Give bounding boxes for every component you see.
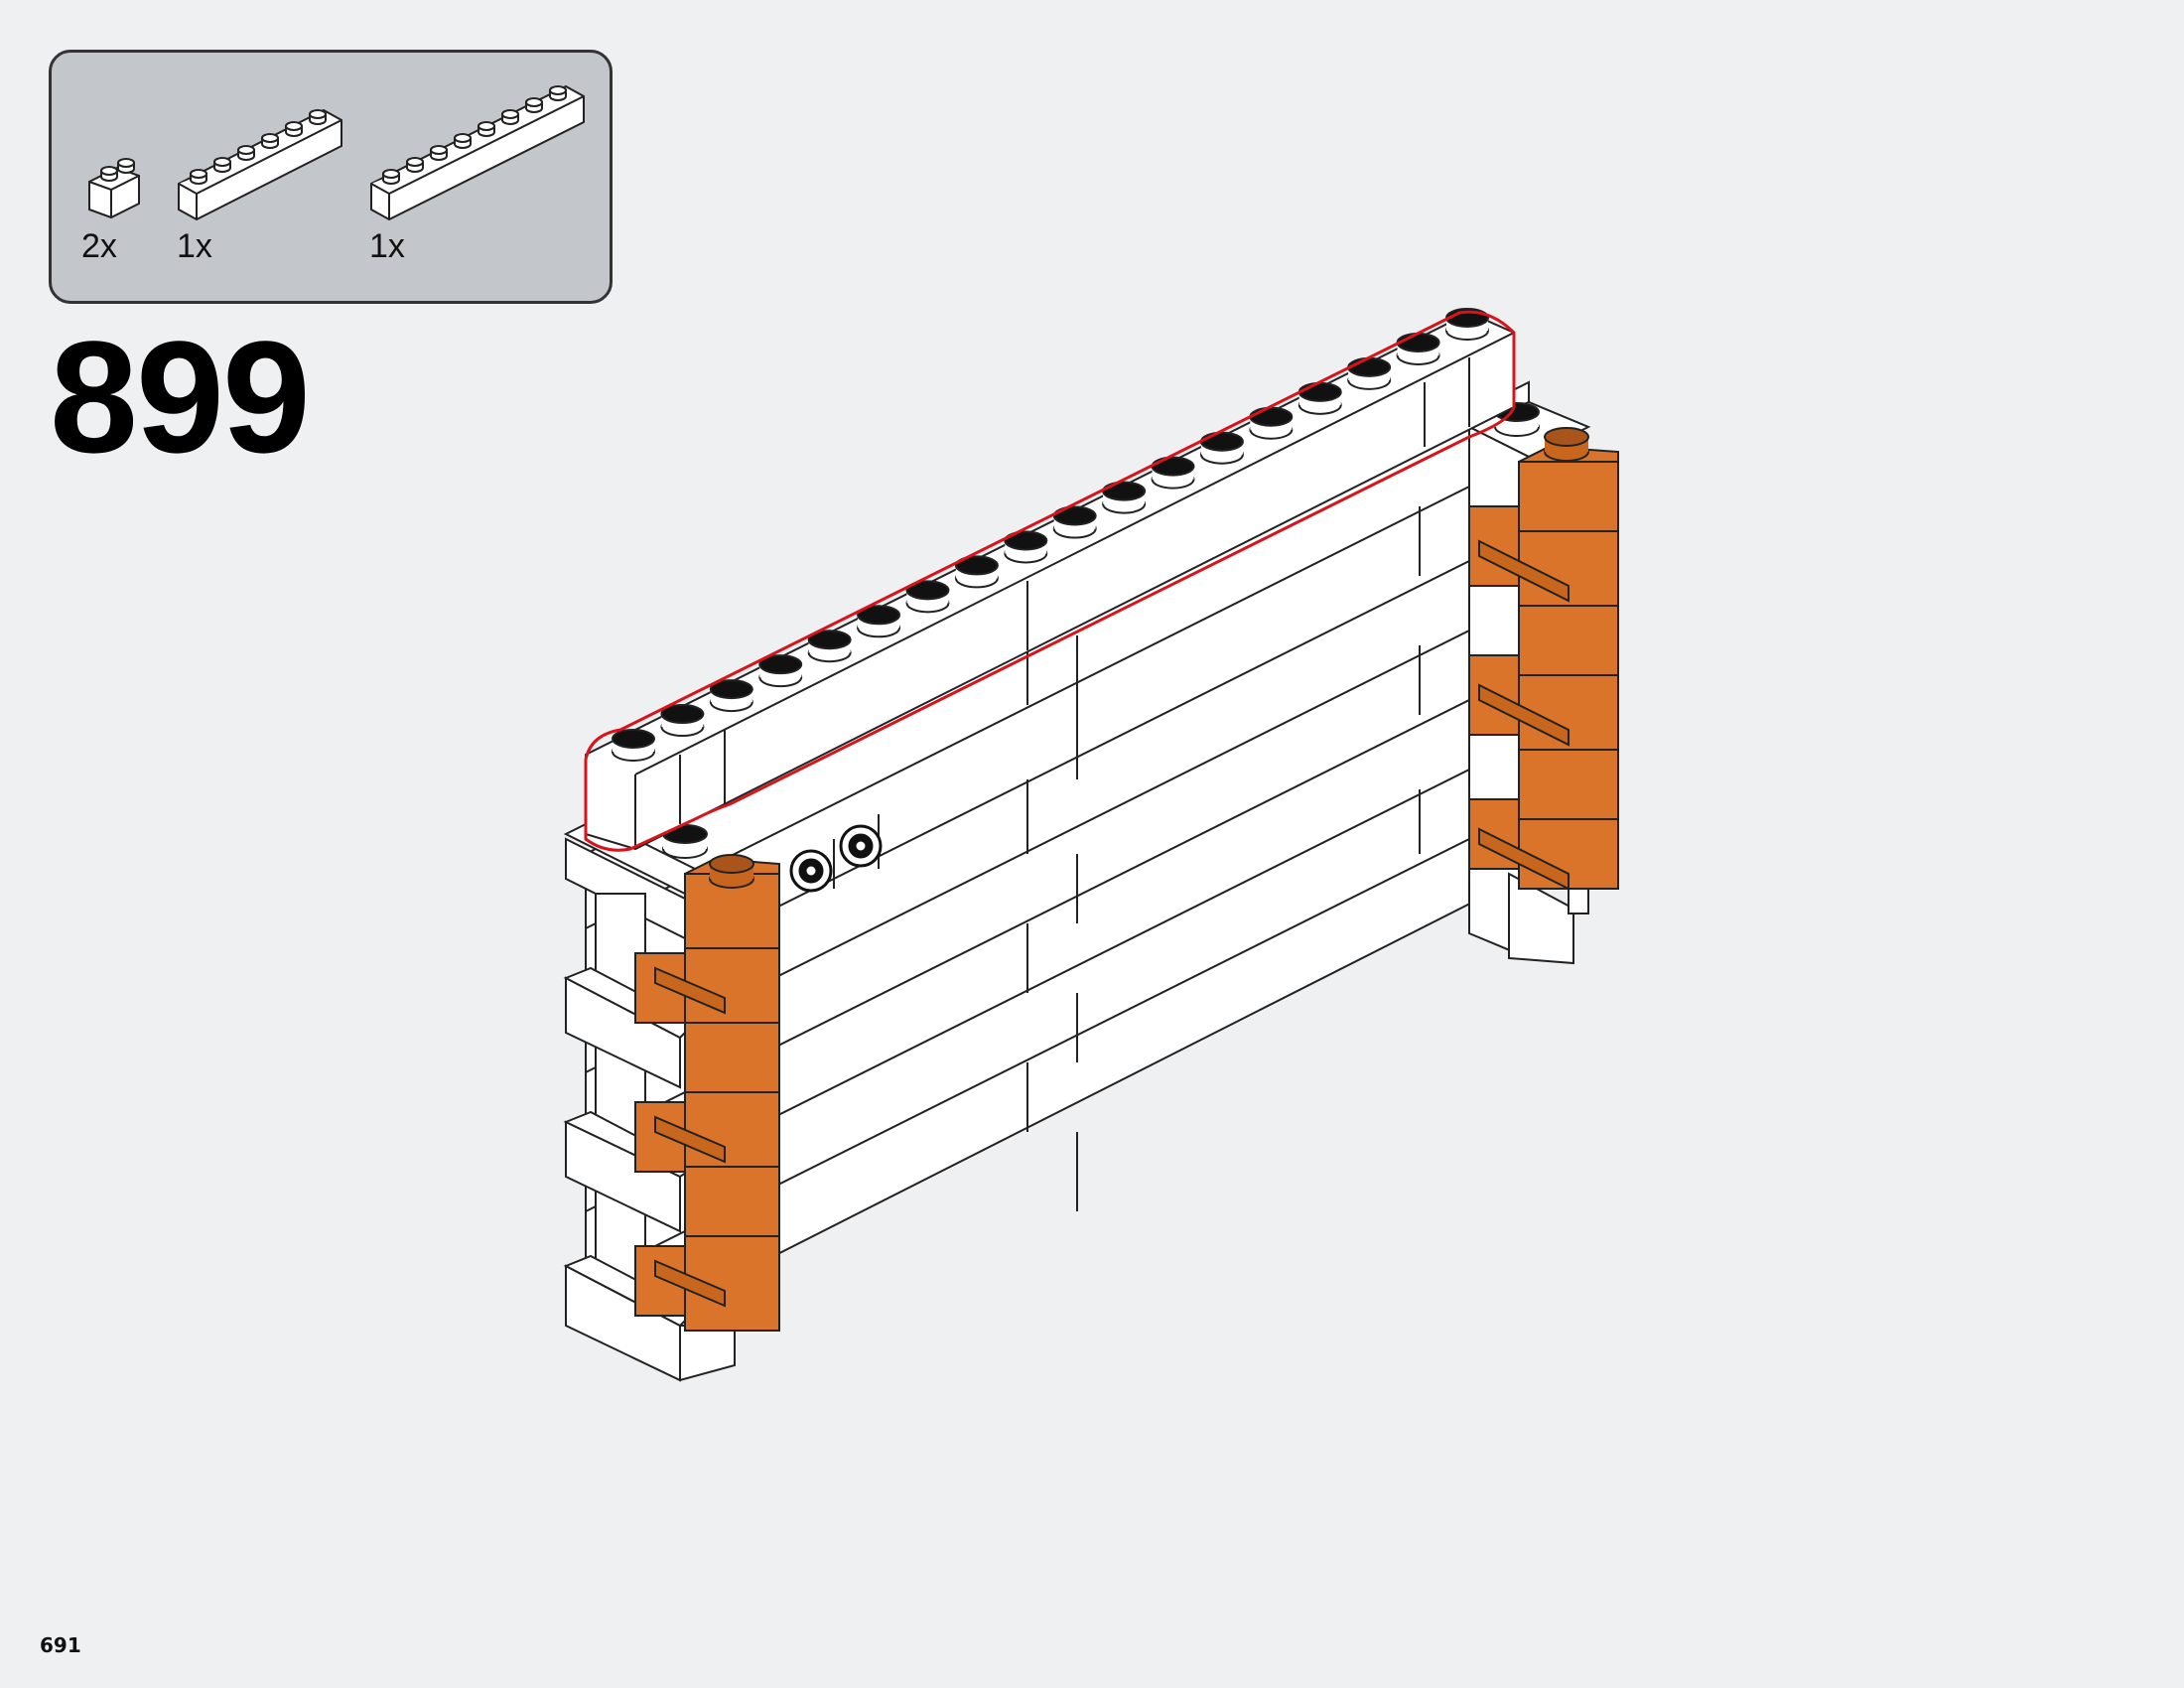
top-stud [758,654,803,688]
part-1x6-brick [178,108,342,221]
parts-illustration [88,84,585,221]
side-studs [789,824,883,893]
top-stud [1396,332,1440,365]
top-stud [709,679,753,713]
right-orange-column [1468,445,1619,891]
step-number: 899 [50,308,311,486]
part-quantity: 1x [177,227,212,265]
left-orange-stud [709,854,754,889]
top-stud [857,605,901,638]
top-stud [660,704,705,738]
top-stud [905,580,950,614]
top-stud [1199,431,1244,465]
part-quantity: 1x [369,227,405,265]
top-stud [1102,481,1147,514]
right-orange-stud [1544,427,1589,462]
top-stud [807,630,852,663]
top-stud [1004,530,1048,564]
page-number: 691 [40,1633,81,1657]
new-parts-highlight [584,310,1516,852]
top-stud [612,729,655,762]
top-stud [1052,505,1097,539]
top-stud [1347,356,1392,390]
left-orange-column [634,857,780,1332]
parts-list-box: 2x 1x 1x [49,50,613,304]
part-1x8-brick [370,84,585,221]
top-row-studs [612,308,1489,762]
part-quantity: 2x [81,227,117,265]
top-stud [954,555,999,589]
part-round-corner-brick [88,158,140,219]
left-end-bricks [563,817,736,1382]
